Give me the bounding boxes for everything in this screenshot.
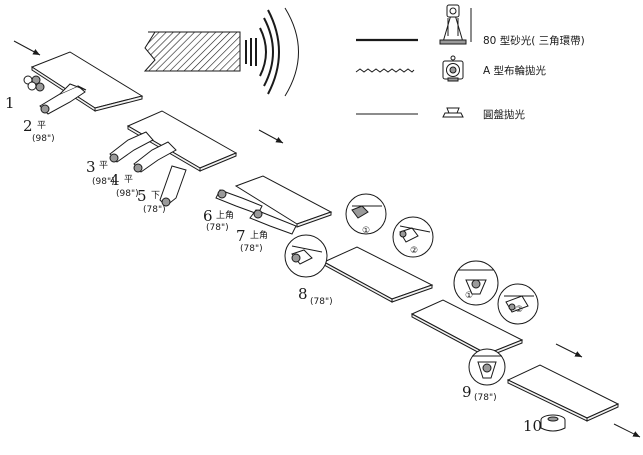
triangle-belt-sander-icon xyxy=(439,4,472,45)
station-5-angle: (78") xyxy=(143,205,166,215)
station-1-roller-icon xyxy=(23,75,45,92)
legend-wavy-line xyxy=(355,68,415,73)
station-4-number: 4 xyxy=(110,171,120,189)
station-2-sander-icon xyxy=(39,83,87,115)
glass-boards xyxy=(30,51,620,422)
station-5-sub: 下 xyxy=(151,191,160,201)
svg-text:②: ② xyxy=(410,246,418,256)
station-labels: 1 2 平 (98") 3 平 (98") 4 平 (98") 5 下 (78"… xyxy=(5,94,542,435)
detail-callouts: ① ② ① ② xyxy=(284,193,539,386)
flow-arrows xyxy=(13,40,641,438)
station-5-number: 5 xyxy=(137,187,147,205)
machines xyxy=(23,75,566,432)
hatched-feed-panel xyxy=(143,7,299,97)
station-4-sander-icon xyxy=(133,141,177,173)
svg-text:②: ② xyxy=(515,305,523,315)
detail-callout-right-1: ① xyxy=(453,260,499,306)
station-3-sub: 平 xyxy=(99,160,108,171)
flow-arrow-out xyxy=(613,423,641,438)
station-5-sander-icon xyxy=(159,165,187,207)
station-7-sander-icon xyxy=(249,209,297,235)
station-10-number: 10 xyxy=(523,417,542,435)
station-6-number: 6 xyxy=(203,207,213,225)
station-9-angle: (78") xyxy=(474,393,497,403)
glass-board-1 xyxy=(30,51,144,112)
station-8-number: 8 xyxy=(298,285,308,303)
legend: 80 型砂光( 三角環帶) A 型布輪拋光 圓盤拋光 xyxy=(355,4,585,121)
station-6-sander-icon xyxy=(215,189,263,215)
station-10-disc-polisher-icon xyxy=(540,414,566,432)
legend-label-belt-sander: 80 型砂光( 三角環帶) xyxy=(483,34,585,47)
station-7-number: 7 xyxy=(236,227,246,245)
cloth-wheel-polisher-icon xyxy=(442,55,464,82)
station-4-sub: 平 xyxy=(124,174,133,185)
station-8-angle: (78") xyxy=(310,297,333,307)
detail-callout-right-2: ② xyxy=(497,283,539,325)
detail-callout-station-9 xyxy=(468,348,506,386)
station-2-number: 2 xyxy=(23,117,33,135)
station-3-sander-icon xyxy=(109,131,154,163)
station-4-angle: (98") xyxy=(116,189,139,199)
station-7-angle: (78") xyxy=(240,244,263,254)
detail-callout-station-8 xyxy=(284,234,328,278)
detail-callout-top-1: ① xyxy=(345,193,387,236)
glass-board-3 xyxy=(234,175,333,228)
svg-text:①: ① xyxy=(362,226,370,236)
station-1-number: 1 xyxy=(5,94,15,112)
legend-label-cloth-wheel: A 型布輪拋光 xyxy=(483,64,547,77)
glass-board-6 xyxy=(506,364,620,422)
detail-callout-top-2: ② xyxy=(392,216,434,258)
station-6-angle: (78") xyxy=(206,223,229,233)
station-7-sub: 上角 xyxy=(250,229,268,241)
station-3-angle: (98") xyxy=(92,177,115,187)
station-6-sub: 上角 xyxy=(216,209,234,221)
flow-arrow-1 xyxy=(258,129,284,144)
station-9-number: 9 xyxy=(462,383,472,401)
flow-arrow-2 xyxy=(555,343,583,358)
svg-text:①: ① xyxy=(465,291,473,301)
station-3-number: 3 xyxy=(86,158,96,176)
station-2-angle: (98") xyxy=(32,134,55,144)
station-2-sub: 平 xyxy=(37,120,46,131)
legend-label-disc-polisher: 圓盤拋光 xyxy=(483,108,525,121)
disc-polisher-icon xyxy=(442,107,464,118)
flow-arrow-in xyxy=(13,40,41,56)
